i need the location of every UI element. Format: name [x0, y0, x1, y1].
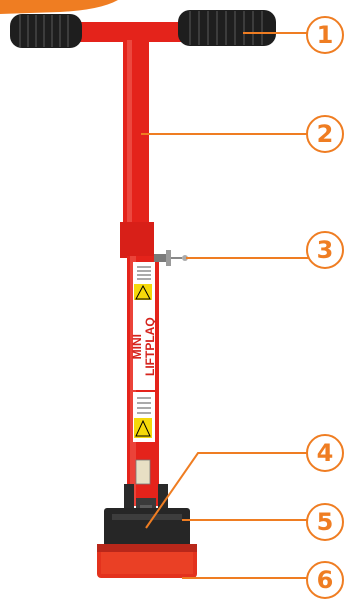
callout-badge-1: 1	[306, 16, 344, 54]
callout-number-1: 1	[317, 23, 334, 47]
upper-shaft	[123, 40, 149, 236]
left-grip	[10, 14, 82, 48]
upper-warning-decal	[133, 262, 155, 302]
callout-badge-5: 5	[306, 503, 344, 541]
callout-badge-2: 2	[306, 115, 344, 153]
serial-tag	[136, 460, 150, 484]
locking-pin	[154, 250, 188, 266]
callout-number-6: 6	[317, 568, 334, 592]
right-grip	[178, 10, 276, 46]
callout-number-3: 3	[317, 238, 334, 262]
callout-number-4: 4	[317, 441, 334, 465]
callout-badge-4: 4	[306, 434, 344, 472]
orange-banner-corner	[0, 0, 118, 14]
product-label-text: MINI LIFTPLAQ	[131, 317, 157, 376]
lower-warning-decal	[133, 392, 155, 442]
callout-number-2: 2	[317, 122, 334, 146]
callout-badge-3: 3	[306, 231, 344, 269]
callout-number-5: 5	[317, 510, 334, 534]
callout-badge-6: 6	[306, 561, 344, 599]
product-label-line2: LIFTPLAQ	[144, 317, 157, 376]
shaft-collar	[120, 222, 154, 258]
